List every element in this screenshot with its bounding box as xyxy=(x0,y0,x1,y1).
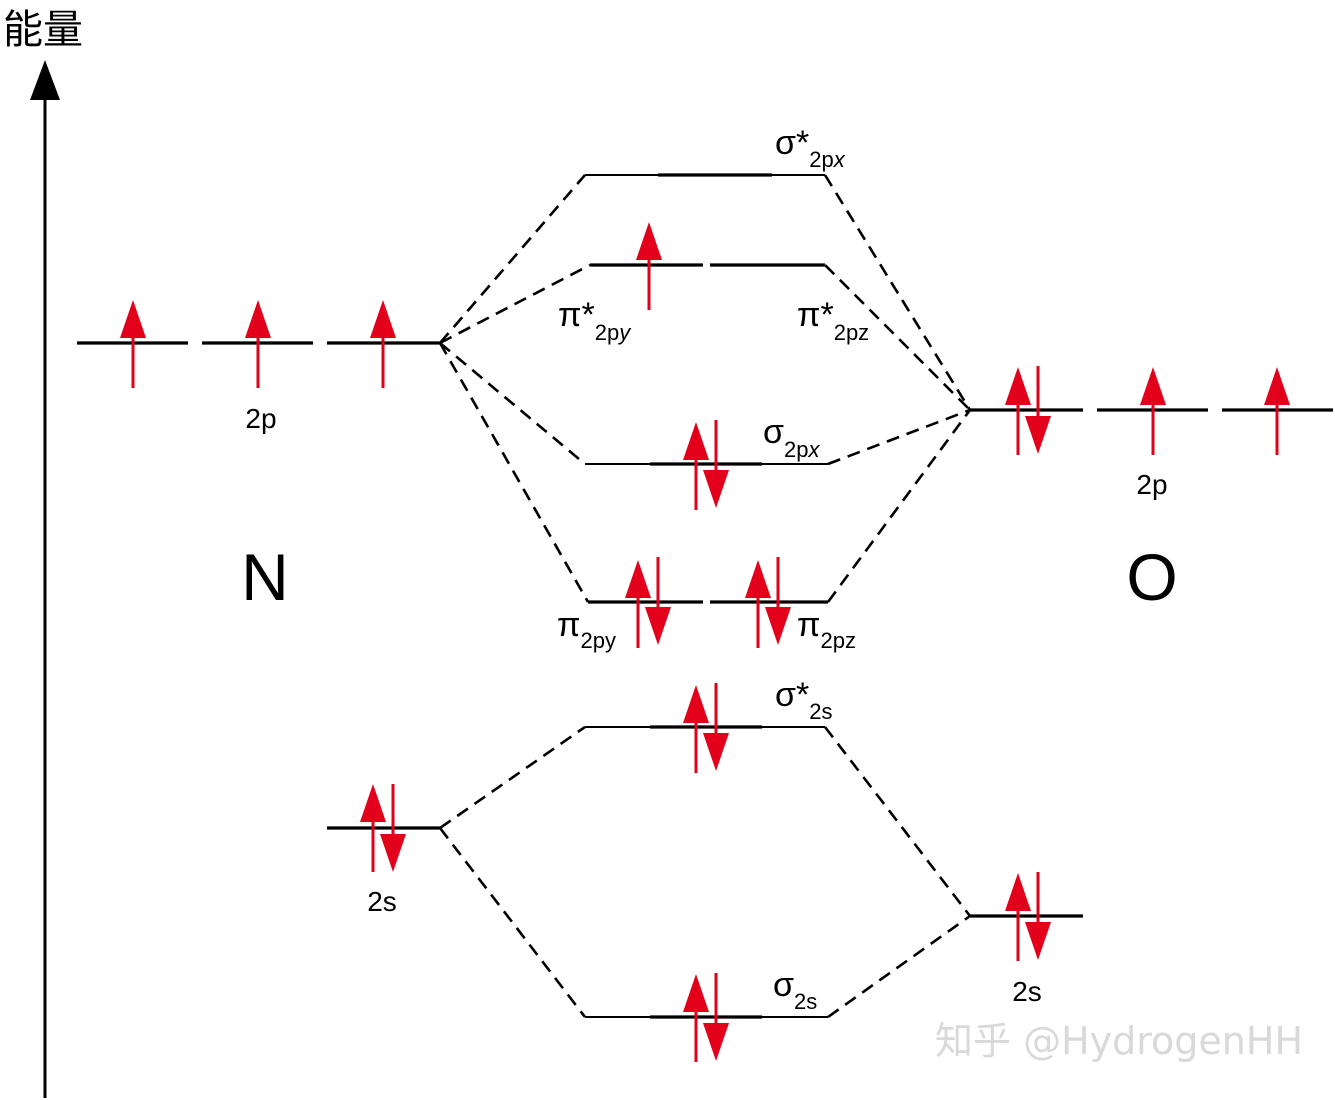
atom-label-right: O xyxy=(1126,540,1177,614)
mo-pi-star-2p xyxy=(590,220,825,312)
label-pi-2py: π2py xyxy=(557,606,616,653)
label-pi-star-2pz: π*2pz xyxy=(797,296,869,345)
electron-up xyxy=(681,420,711,512)
mo-sigma-2px xyxy=(585,418,828,512)
watermark: 知乎 @HydrogenHH xyxy=(935,1019,1303,1063)
electron-up xyxy=(681,683,711,775)
right-2s-label: 2s xyxy=(1012,976,1042,1007)
label-sigma-2s: σ2s xyxy=(773,966,817,1014)
correlation-lines xyxy=(438,174,972,1019)
mo-pi-2p xyxy=(588,555,828,650)
electron-up xyxy=(743,558,773,650)
label-sigma-2px: σ2px xyxy=(763,413,820,462)
right-2p-orbitals: 2p xyxy=(970,364,1333,500)
energy-axis: 能量 xyxy=(3,8,83,1098)
right-2s-orbital: 2s xyxy=(970,870,1083,1007)
axis-arrowhead xyxy=(30,60,60,100)
label-pi-2pz: π2pz xyxy=(797,606,856,653)
mo-sigma-star-2s xyxy=(585,681,825,775)
right-2p-label: 2p xyxy=(1136,469,1167,500)
axis-label: 能量 xyxy=(3,8,83,52)
label-pi-star-2py: π*2py xyxy=(558,296,632,345)
left-2s-label: 2s xyxy=(367,886,397,917)
left-2s-orbital: 2s xyxy=(327,782,440,917)
label-sigma-star-2px: σ*2px xyxy=(775,124,846,172)
electron-up xyxy=(623,558,653,650)
mo-sigma-2s xyxy=(585,971,828,1064)
label-sigma-star-2s: σ*2s xyxy=(775,676,832,724)
left-2p-label: 2p xyxy=(245,403,276,434)
atom-label-left: N xyxy=(241,540,289,614)
left-2p-orbitals: 2p xyxy=(77,298,440,434)
